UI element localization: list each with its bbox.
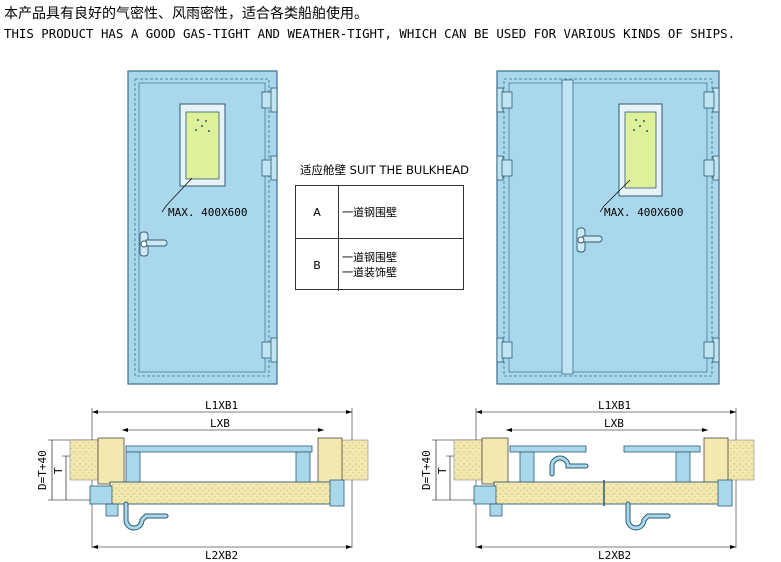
row-letter: A [296, 186, 339, 238]
row-line-1: 一道钢围壁 [342, 251, 397, 264]
hinge-icon [261, 87, 278, 363]
row-description: 一道钢围壁 [342, 186, 412, 238]
row-line-2: 一道装饰壁 [342, 266, 397, 279]
left-height-dim: D=T+40 [36, 450, 49, 490]
window [179, 103, 226, 187]
bulkhead-table: A 一道钢围壁 B 一道钢围壁 一道装饰壁 [295, 185, 464, 291]
left-top-dim: L1XB1 [205, 399, 238, 412]
bulkhead-table-title: 适应舱壁 SUIT THE BULKHEAD [300, 163, 469, 177]
right-section-view: L1XB1 LXB L2XB2 D=T+40 T [420, 399, 755, 562]
bulkhead-row-b: B 一道钢围壁 一道装饰壁 [296, 238, 463, 291]
right-height-dim: D=T+40 [420, 450, 433, 490]
left-bottom-dim: L2XB2 [205, 549, 238, 562]
right-thickness-dim: T [436, 467, 449, 474]
left-thickness-dim: T [52, 467, 65, 474]
door-handle-icon [139, 231, 168, 257]
hinge-icon [496, 87, 720, 363]
row-line-1: 一道钢围壁 [342, 205, 397, 219]
left-section-view: L1XB1 LXB L2XB2 D=T+40 T [36, 399, 369, 562]
left-inner-dim: LXB [210, 417, 230, 430]
right-top-dim: L1XB1 [598, 399, 631, 412]
single-door: MAX. 400X600 [127, 70, 278, 385]
double-window-label: MAX. 400X600 [604, 206, 683, 219]
bulkhead-row-a: A 一道钢围壁 [296, 186, 463, 238]
door-handle-icon [576, 227, 603, 253]
double-door: MAX. 400X600 [496, 70, 720, 385]
header-chinese: 本产品具有良好的气密性、风雨密性，适合各类船舶使用。 [4, 6, 368, 22]
header-english: THIS PRODUCT HAS A GOOD GAS-TIGHT AND WE… [4, 26, 736, 41]
window [618, 103, 663, 197]
right-bottom-dim: L2XB2 [598, 549, 631, 562]
single-window-label: MAX. 400X600 [168, 206, 247, 219]
row-letter: B [296, 239, 339, 291]
right-inner-dim: LXB [604, 417, 624, 430]
row-description: 一道钢围壁 一道装饰壁 [342, 239, 412, 291]
